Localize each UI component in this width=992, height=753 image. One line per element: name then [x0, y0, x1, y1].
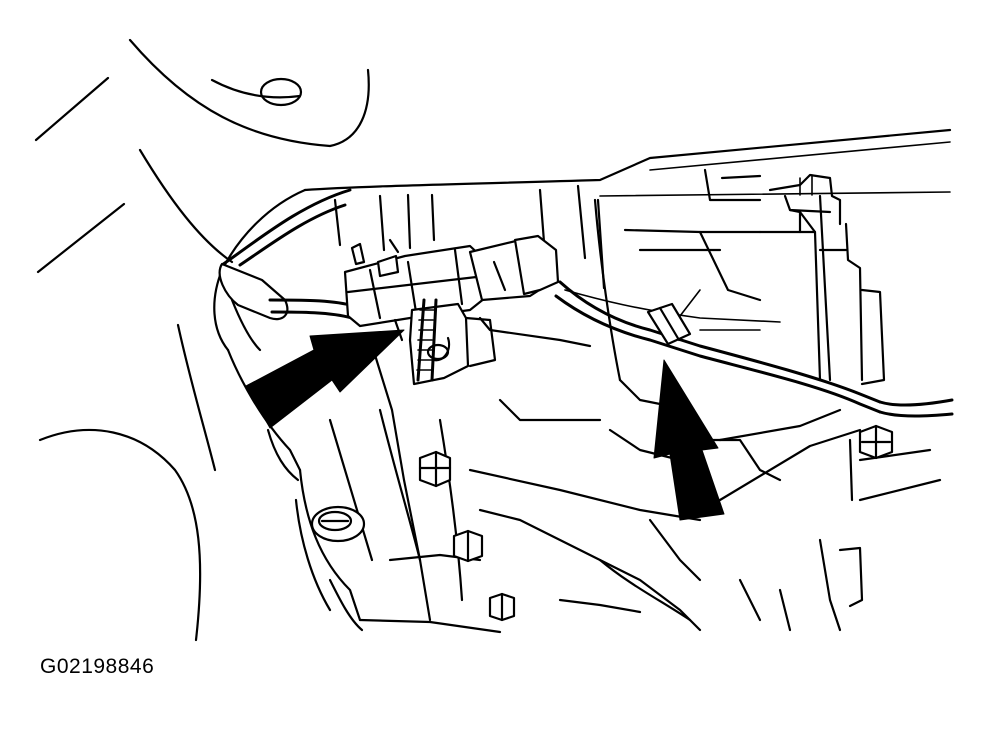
bolt-right [858, 424, 894, 460]
wiring-harness [218, 188, 954, 418]
bolt-center-upper [418, 450, 452, 488]
body-panel-hole [259, 77, 303, 107]
body-panel-outline [34, 38, 370, 642]
bolt-lower-left [310, 505, 366, 543]
arrow-left-pointer [245, 329, 405, 429]
electrical-connector [343, 234, 560, 386]
transmission-housing-outline [213, 128, 952, 634]
harness-clip [646, 302, 692, 346]
figure-code: G02198846 [40, 655, 155, 678]
bolt-center-lower [488, 592, 516, 622]
arrow-right-pointer [653, 359, 725, 521]
bolt-center-middle [452, 529, 484, 563]
